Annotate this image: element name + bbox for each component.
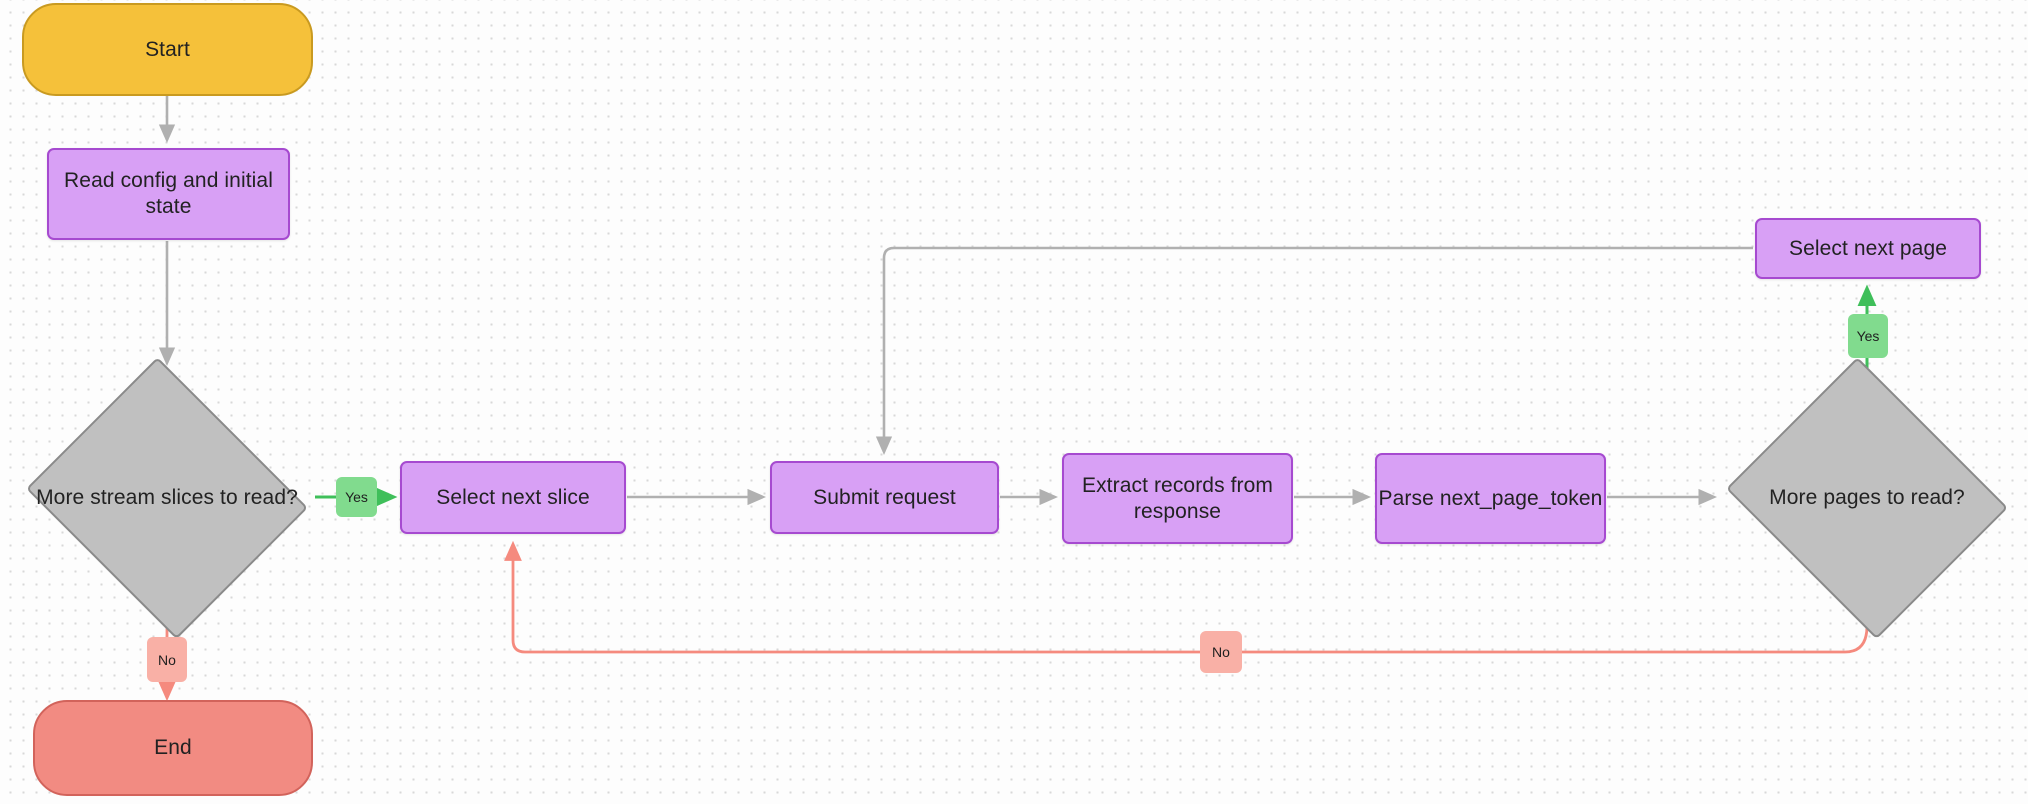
node-parse-next-page-token-label: Parse next_page_token	[1378, 486, 1603, 510]
node-more-stream-slices-label: More stream slices to read?	[36, 486, 298, 510]
edge-label-slices-yes: Yes	[336, 477, 377, 517]
node-more-stream-slices[interactable]: More stream slices to read?	[20, 357, 314, 639]
edge-label-text: No	[158, 651, 176, 668]
edge-label-text: Yes	[1856, 328, 1880, 344]
edge-label-pages-no: No	[1200, 631, 1242, 673]
node-extract-records[interactable]: Extract records from response	[1062, 453, 1293, 544]
node-end-label: End	[154, 736, 192, 760]
node-select-next-page[interactable]: Select next page	[1755, 218, 1981, 279]
edge-label-text: No	[1212, 644, 1230, 660]
edge-next-page-to-submit	[875, 246, 1753, 455]
edge-label-text: Yes	[345, 489, 368, 505]
node-select-next-page-label: Select next page	[1788, 236, 1948, 260]
node-more-pages-label: More pages to read?	[1769, 486, 1965, 510]
node-more-pages[interactable]: More pages to read?	[1720, 357, 2014, 639]
node-select-next-slice[interactable]: Select next slice	[400, 461, 626, 534]
edge-label-slices-no: No	[147, 637, 187, 682]
node-parse-next-page-token[interactable]: Parse next_page_token	[1375, 453, 1606, 544]
node-submit-request[interactable]: Submit request	[770, 461, 999, 534]
node-submit-request-label: Submit request	[813, 485, 956, 509]
node-start[interactable]: Start	[22, 3, 313, 96]
node-extract-records-label: Extract records from response	[1081, 473, 1274, 523]
node-end[interactable]: End	[33, 700, 313, 796]
edge-more-pages-no-to-next-slice	[504, 540, 1869, 654]
node-start-label: Start	[145, 37, 190, 61]
node-read-config[interactable]: Read config and initial state	[47, 148, 290, 240]
node-select-next-slice-label: Select next slice	[436, 485, 590, 509]
edge-label-pages-yes: Yes	[1848, 314, 1888, 358]
node-read-config-label: Read config and initial state	[64, 169, 273, 218]
